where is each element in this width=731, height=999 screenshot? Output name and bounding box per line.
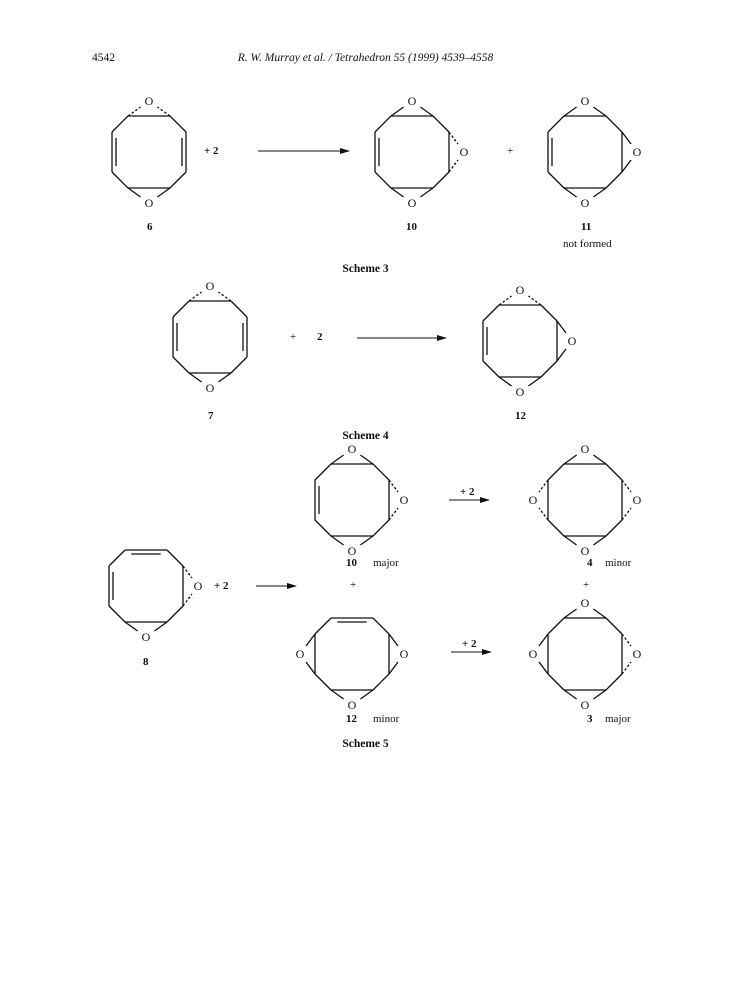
oxygen-atom: O	[581, 596, 590, 610]
compound-4-label: 4	[587, 557, 593, 569]
oxygen-atom: O	[581, 94, 590, 108]
compound-3-note: major	[605, 713, 631, 725]
oxygen-atom: O	[206, 381, 215, 395]
oxygen-atom: O	[400, 493, 409, 507]
oxygen-atom: O	[516, 283, 525, 297]
compound-10-label: 10	[406, 221, 417, 233]
oxygen-atom: O	[408, 94, 417, 108]
scheme3-reagent: + 2	[204, 145, 219, 157]
compound-4-note: minor	[605, 557, 632, 569]
oxygen-atom: O	[529, 493, 538, 507]
scheme3-caption: Scheme 3	[342, 263, 389, 275]
oxygen-atom: O	[460, 145, 469, 159]
scheme3-plus: +	[507, 145, 514, 157]
oxygen-atom: O	[581, 442, 590, 456]
oxygen-atom: O	[206, 279, 215, 293]
scheme5-compound-12-label: 12	[346, 713, 357, 725]
oxygen-atom: O	[194, 579, 203, 593]
oxygen-atom: O	[348, 698, 357, 712]
compound-7-label: 7	[208, 410, 214, 422]
scheme5-upper-arrow-reagent: + 2	[460, 486, 475, 498]
scheme5-right-plus: +	[583, 579, 590, 591]
oxygen-atom: O	[633, 647, 642, 661]
scheme5-compound-10-label: 10	[346, 557, 357, 569]
scheme5-compound-10-note: major	[373, 557, 399, 569]
oxygen-atom: O	[408, 196, 417, 210]
scheme5-lower-arrow-reagent: + 2	[462, 638, 477, 650]
oxygen-atom: O	[581, 544, 590, 558]
molecule-structures: O O O O O O O O O O O O O O O O O O O O O O O O O O O O O	[108, 94, 642, 712]
scheme5-middle-plus: +	[350, 579, 357, 591]
oxygen-atom: O	[142, 630, 151, 644]
oxygen-atom: O	[633, 493, 642, 507]
scheme4-reagent-plus: +	[290, 331, 297, 343]
oxygen-atom: O	[581, 698, 590, 712]
oxygen-atom: O	[400, 647, 409, 661]
page-number: 4542	[92, 52, 115, 64]
compound-8-label: 8	[143, 656, 149, 668]
scheme5-compound-12-note: minor	[373, 713, 400, 725]
oxygen-atom: O	[568, 334, 577, 348]
reaction-arrows	[256, 148, 492, 655]
scheme5-reagent: + 2	[214, 580, 229, 592]
oxygen-atom: O	[296, 647, 305, 661]
scheme5-caption: Scheme 5	[342, 738, 389, 750]
oxygen-atom: O	[633, 145, 642, 159]
oxygen-atom: O	[529, 647, 538, 661]
scheme4-reagent-number: 2	[317, 331, 323, 343]
oxygen-atom: O	[145, 94, 154, 108]
oxygen-atom: O	[145, 196, 154, 210]
compound-3-label: 3	[587, 713, 593, 725]
oxygen-atom: O	[348, 442, 357, 456]
oxygen-atom: O	[581, 196, 590, 210]
compound-6-label: 6	[147, 221, 153, 233]
compound-11-note: not formed	[563, 238, 612, 250]
compound-11-label: 11	[581, 221, 592, 233]
oxygen-atom: O	[348, 544, 357, 558]
compound-12-label: 12	[515, 410, 526, 422]
scheme4-caption: Scheme 4	[342, 430, 389, 442]
oxygen-atom: O	[516, 385, 525, 399]
running-head: R. W. Murray et al. / Tetrahedron 55 (19…	[237, 52, 494, 64]
